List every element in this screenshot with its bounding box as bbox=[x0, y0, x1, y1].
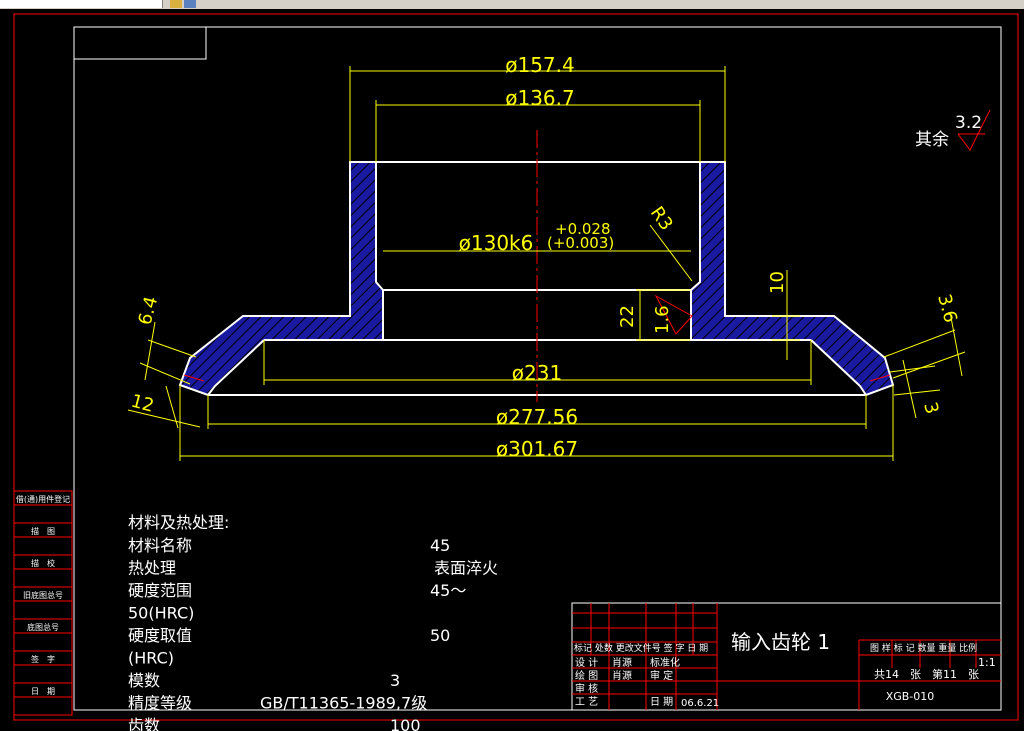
roughness-value: 3.2 bbox=[955, 113, 982, 133]
side-stamp-label: 底图总号 bbox=[27, 622, 59, 632]
title-row-name: 肖源 bbox=[612, 656, 632, 669]
toolbar-strip bbox=[0, 0, 1024, 9]
dim-36: 3.6 bbox=[933, 292, 961, 325]
dim-top-inner: ø136.7 bbox=[505, 86, 575, 110]
note-label: 热处理 bbox=[128, 559, 176, 578]
title-row-role: 绘 图 bbox=[575, 669, 598, 682]
dim-30167: ø301.67 bbox=[496, 437, 578, 461]
dim-16: 1.6 bbox=[652, 305, 673, 334]
dim-231: ø231 bbox=[512, 361, 562, 385]
side-stamp-label: 签 字 bbox=[31, 654, 55, 664]
tol-upper: +0.028 bbox=[555, 220, 611, 238]
corner-box bbox=[73, 26, 207, 60]
note-label: (HRC) bbox=[128, 649, 174, 668]
title-block: 输入齿轮 1 XGB-010 标记 处数 更改文件号 签 字 日 期 图 样 标… bbox=[571, 602, 1002, 711]
note-value: 45 bbox=[430, 536, 450, 555]
dimension-lines bbox=[127, 66, 966, 461]
sheet-border-inner bbox=[73, 26, 1002, 711]
side-stamp-field bbox=[13, 536, 73, 556]
side-stamp-field bbox=[13, 664, 73, 684]
title-row-role: 审 核 bbox=[575, 682, 598, 695]
section-hatch bbox=[180, 162, 893, 395]
title-row-role2: 审 定 bbox=[650, 669, 673, 682]
note-value: GB/T11365-1989,7级 bbox=[260, 694, 427, 713]
dim-top-outer: ø157.4 bbox=[505, 53, 575, 77]
side-stamp-field bbox=[13, 568, 73, 588]
note-value: 表面淬火 bbox=[434, 559, 498, 578]
roughness-symbol bbox=[957, 109, 991, 151]
notes-heading: 材料及热处理: bbox=[128, 513, 229, 532]
sheet-border-outer bbox=[13, 13, 1019, 721]
title-row-role: 设 计 bbox=[575, 656, 598, 669]
note-label: 齿数 bbox=[128, 716, 160, 731]
side-stamp-field bbox=[13, 600, 73, 620]
note-value: 45～ bbox=[430, 581, 466, 600]
dim-10: 10 bbox=[767, 271, 788, 294]
dim-bore: ø130k6 bbox=[459, 231, 534, 255]
note-value: 50 bbox=[430, 626, 450, 645]
side-stamp-label: 日 期 bbox=[31, 687, 55, 696]
side-stamp-label: 借(通)用件登记 bbox=[16, 494, 70, 504]
cad-drawing-area[interactable]: ø157.4 ø136.7 ø130k6 ø231 ø277.56 ø301.6… bbox=[0, 9, 1024, 731]
dim-27756: ø277.56 bbox=[496, 405, 578, 429]
dim-12: 12 bbox=[129, 391, 157, 417]
command-input[interactable] bbox=[0, 0, 163, 8]
sheet-count: 共14 张 第11 张 bbox=[874, 667, 979, 681]
layer-icon[interactable] bbox=[184, 0, 196, 8]
drawing-number: XGB-010 bbox=[886, 690, 935, 703]
title-date: 06.6.21 bbox=[681, 698, 719, 709]
tol-lower: (+0.003) bbox=[547, 234, 614, 252]
title-header-cols: 标记 处数 更改文件号 签 字 日 期 bbox=[574, 642, 708, 654]
note-label: 模数 bbox=[128, 671, 160, 690]
side-stamp-label: 描 校 bbox=[31, 558, 55, 568]
dim-22: 22 bbox=[617, 305, 638, 328]
note-label: 50(HRC) bbox=[128, 604, 194, 623]
folder-icon[interactable] bbox=[170, 0, 182, 8]
note-value: 100 bbox=[390, 716, 421, 731]
title-row-role2: 标准化 bbox=[650, 656, 680, 669]
note-value: 3 bbox=[390, 671, 400, 690]
roughness-symbol-inner bbox=[654, 294, 693, 335]
note-label: 硬度取值 bbox=[128, 626, 192, 645]
part-name: 输入齿轮 1 bbox=[731, 630, 830, 654]
side-stamp-label: 旧底图总号 bbox=[23, 590, 63, 600]
dim-radius: R3 bbox=[646, 203, 677, 235]
note-label: 材料名称 bbox=[128, 536, 192, 555]
side-stamp-label: 描 图 bbox=[31, 526, 55, 536]
scale-value: 1:1 bbox=[978, 656, 996, 669]
note-label: 精度等级 bbox=[128, 694, 192, 713]
side-stamp-field bbox=[13, 632, 73, 652]
right-header: 图 样 标 记 数量 重量 比例 bbox=[870, 642, 977, 654]
side-stamp-field bbox=[13, 696, 73, 716]
title-row-name: 肖源 bbox=[612, 669, 632, 682]
dim-64: 6.4 bbox=[135, 294, 163, 327]
side-stamp-field bbox=[13, 504, 73, 524]
title-row-role2: 日 期 bbox=[650, 696, 673, 708]
title-row-role: 工 艺 bbox=[575, 696, 598, 708]
note-label: 硬度范围 bbox=[128, 581, 192, 600]
dim-3: 3 bbox=[919, 400, 942, 416]
roughness-prefix: 其余 bbox=[915, 130, 949, 150]
